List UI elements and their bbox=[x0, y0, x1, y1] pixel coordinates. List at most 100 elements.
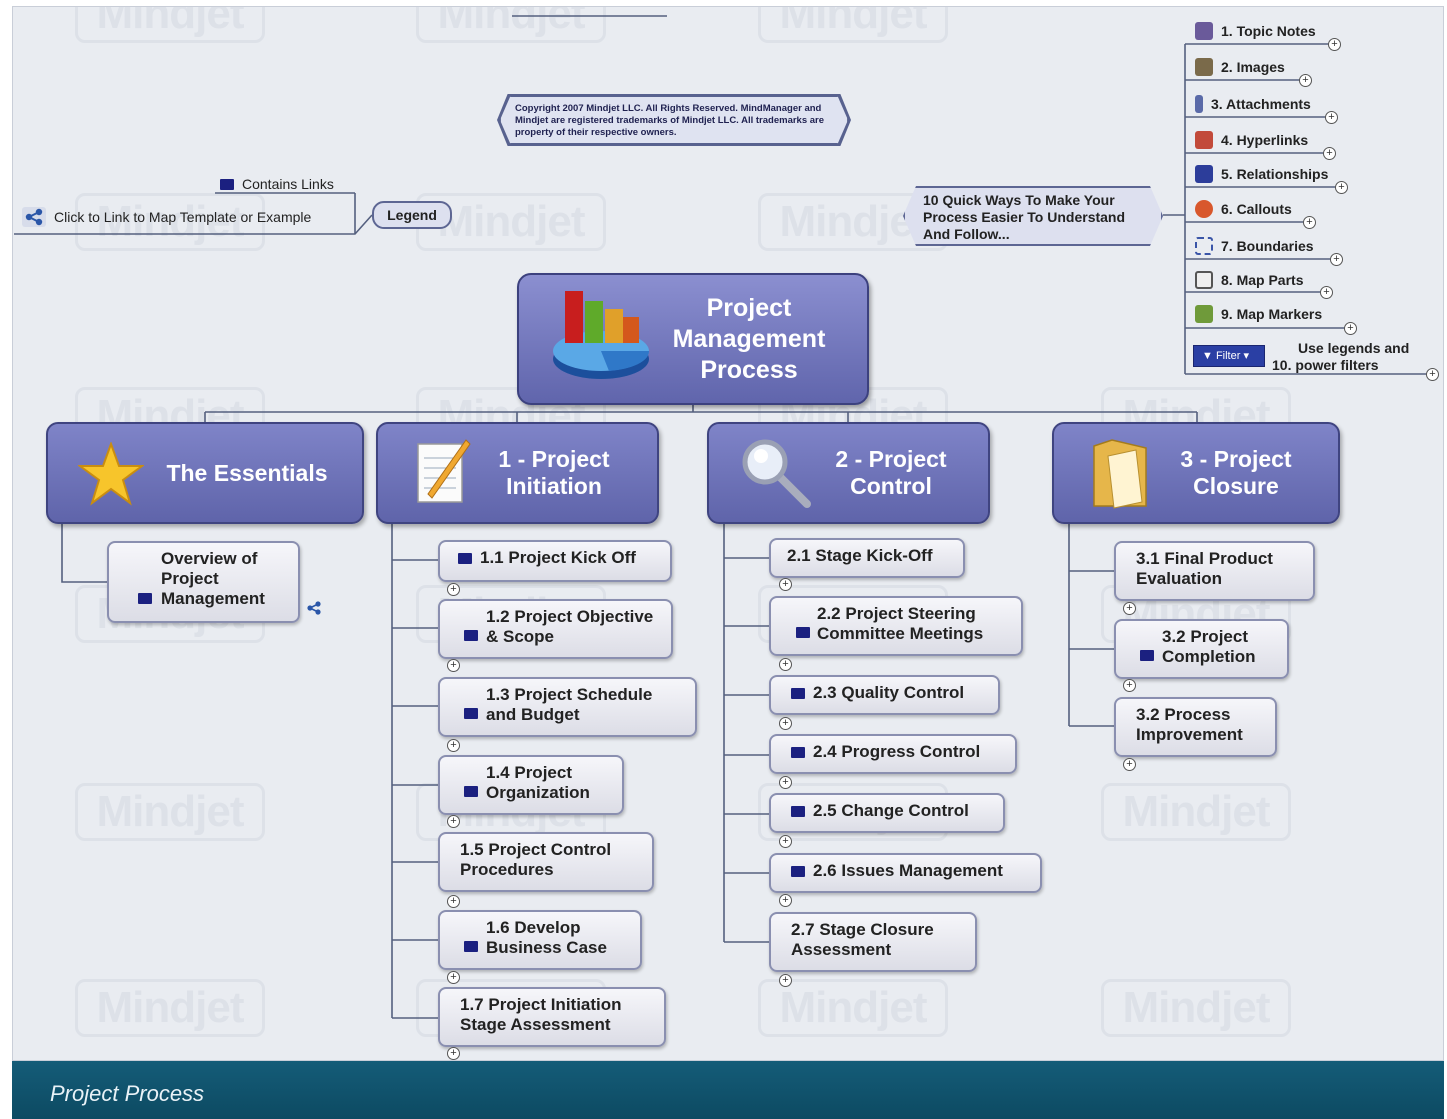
subtopic-2-3[interactable]: 2.3 Quality Control bbox=[769, 675, 1000, 715]
flag-icon bbox=[464, 786, 478, 797]
expand-icon[interactable]: + bbox=[1123, 602, 1136, 615]
expand-icon[interactable]: + bbox=[779, 578, 792, 591]
tip-hyperlinks[interactable]: 4. Hyperlinks bbox=[1195, 131, 1308, 149]
expand-icon[interactable]: + bbox=[779, 974, 792, 987]
expand-icon[interactable]: + bbox=[779, 717, 792, 730]
flag-icon bbox=[791, 866, 805, 878]
tip-label: 1. Topic Notes bbox=[1221, 23, 1316, 39]
legend-link-map-label: Click to Link to Map Template or Example bbox=[54, 209, 312, 225]
tip-map-parts[interactable]: 8. Map Parts bbox=[1195, 271, 1303, 289]
boundary-icon bbox=[1195, 237, 1213, 255]
expand-icon[interactable]: + bbox=[447, 739, 460, 752]
main-topic-control[interactable]: 2 - Project Control bbox=[707, 422, 990, 524]
expand-icon[interactable]: + bbox=[779, 894, 792, 907]
tip-relationships[interactable]: 5. Relationships bbox=[1195, 165, 1328, 183]
subtopic-3-1[interactable]: 3.1 Final Product Evaluation bbox=[1114, 541, 1315, 601]
subtopic-2-5[interactable]: 2.5 Change Control bbox=[769, 793, 1005, 833]
subtopic-1-6[interactable]: 1.6 Develop Business Case bbox=[438, 910, 642, 970]
flag-icon bbox=[138, 593, 152, 604]
subtopic-overview[interactable]: Overview of Project Management bbox=[107, 541, 300, 623]
notes-icon bbox=[1195, 22, 1213, 40]
footer-title: Project Process bbox=[50, 1081, 205, 1106]
tip-boundaries[interactable]: 7. Boundaries bbox=[1195, 237, 1314, 255]
tip-label: 5. Relationships bbox=[1221, 166, 1329, 182]
tip-label: 2. Images bbox=[1221, 59, 1285, 75]
expand-icon[interactable]: + bbox=[779, 658, 792, 671]
expand-icon[interactable]: + bbox=[1123, 679, 1136, 692]
tip-attachments[interactable]: 3. Attachments bbox=[1195, 95, 1311, 113]
flag-icon bbox=[220, 178, 234, 190]
subtopic-2-4[interactable]: 2.4 Progress Control bbox=[769, 734, 1017, 774]
subtopic-label: 1.4 Project Organization bbox=[486, 763, 590, 802]
paperclip-icon bbox=[1195, 95, 1203, 113]
subtopic-1-4[interactable]: 1.4 Project Organization bbox=[438, 755, 624, 815]
expand-icon[interactable]: + bbox=[447, 583, 460, 596]
share-link-icon bbox=[22, 207, 46, 227]
magnifier-icon bbox=[742, 439, 811, 508]
star-icon bbox=[78, 442, 144, 506]
subtopic-1-3[interactable]: 1.3 Project Schedule and Budget bbox=[438, 677, 697, 737]
subtopic-label: 1.5 Project Control Procedures bbox=[460, 840, 612, 879]
main-topic-title: 1 - Project Initiation bbox=[498, 446, 610, 499]
central-topic-title: Project Management Process bbox=[672, 294, 826, 384]
tip-label: 8. Map Parts bbox=[1221, 272, 1304, 288]
expand-icon[interactable]: + bbox=[1123, 758, 1136, 771]
subtopic-3-2[interactable]: 3.2 Project Completion bbox=[1114, 619, 1289, 679]
expand-icon[interactable]: + bbox=[447, 895, 460, 908]
filter-button[interactable]: ▼ Filter ▾ bbox=[1193, 345, 1265, 367]
expand-icon[interactable]: + bbox=[779, 835, 792, 848]
expand-icon[interactable]: + bbox=[779, 776, 792, 789]
share-link-icon[interactable] bbox=[306, 600, 322, 616]
notepad-icon bbox=[417, 439, 471, 503]
tip-topic-notes[interactable]: 1. Topic Notes bbox=[1195, 22, 1316, 40]
subtopic-2-1[interactable]: 2.1 Stage Kick-Off bbox=[769, 538, 965, 578]
subtopic-2-2[interactable]: 2.2 Project Steering Committee Meetings bbox=[769, 596, 1023, 656]
expand-icon[interactable]: + bbox=[447, 659, 460, 672]
expand-icon[interactable]: + bbox=[1426, 368, 1439, 381]
expand-icon[interactable]: + bbox=[1323, 147, 1336, 160]
quick-ways-topic[interactable]: 10 Quick Ways To Make Your Process Easie… bbox=[903, 186, 1163, 246]
subtopic-label: 1.1 Project Kick Off bbox=[480, 548, 636, 567]
expand-icon[interactable]: + bbox=[1299, 74, 1312, 87]
expand-icon[interactable]: + bbox=[1320, 286, 1333, 299]
flag-icon bbox=[791, 688, 805, 700]
expand-icon[interactable]: + bbox=[1303, 216, 1316, 229]
subtopic-1-7[interactable]: 1.7 Project Initiation Stage Assessment bbox=[438, 987, 666, 1047]
subtopic-3-3[interactable]: 3.2 Process Improvement bbox=[1114, 697, 1277, 757]
relationship-icon bbox=[1195, 165, 1213, 183]
expand-icon[interactable]: + bbox=[447, 971, 460, 984]
central-topic[interactable]: Project Management Process bbox=[517, 273, 869, 405]
expand-icon[interactable]: + bbox=[1325, 111, 1338, 124]
subtopic-label: 2.6 Issues Management bbox=[813, 861, 1003, 880]
footer-bar: Project Process bbox=[12, 1061, 1444, 1119]
main-topic-essentials[interactable]: The Essentials bbox=[46, 422, 364, 524]
subtopic-label: 2.4 Progress Control bbox=[813, 742, 981, 761]
tip-map-markers[interactable]: 9. Map Markers bbox=[1195, 305, 1322, 323]
expand-icon[interactable]: + bbox=[1330, 253, 1343, 266]
tip-images[interactable]: 2. Images bbox=[1195, 58, 1285, 76]
legend-link-map[interactable]: Click to Link to Map Template or Example bbox=[22, 207, 311, 227]
chart-icon bbox=[553, 291, 650, 379]
main-topic-title: 2 - Project Control bbox=[835, 446, 947, 499]
legend-topic[interactable]: Legend bbox=[372, 201, 452, 229]
expand-icon[interactable]: + bbox=[447, 1047, 460, 1060]
subtopic-label: 2.1 Stage Kick-Off bbox=[787, 546, 933, 565]
tip-callouts[interactable]: 6. Callouts bbox=[1195, 200, 1292, 218]
expand-icon[interactable]: + bbox=[1344, 322, 1357, 335]
subtopic-2-6[interactable]: 2.6 Issues Management bbox=[769, 853, 1042, 893]
main-topic-initiation[interactable]: 1 - Project Initiation bbox=[376, 422, 659, 524]
subtopic-2-7[interactable]: 2.7 Stage Closure Assessment bbox=[769, 912, 977, 972]
filter-icon: ▼ bbox=[1202, 350, 1216, 362]
tip-power-filters[interactable]: 10. power filters bbox=[1272, 357, 1379, 373]
main-topic-closure[interactable]: 3 - Project Closure bbox=[1052, 422, 1340, 524]
filter-button-label: Filter bbox=[1215, 350, 1241, 362]
expand-icon[interactable]: + bbox=[447, 815, 460, 828]
tip-label: 4. Hyperlinks bbox=[1221, 132, 1309, 148]
expand-icon[interactable]: + bbox=[1335, 181, 1348, 194]
subtopic-1-1[interactable]: 1.1 Project Kick Off bbox=[438, 540, 672, 582]
expand-icon[interactable]: + bbox=[1328, 38, 1341, 51]
tip-label: 9. Map Markers bbox=[1221, 306, 1323, 322]
subtopic-1-2[interactable]: 1.2 Project Objective & Scope bbox=[438, 599, 673, 659]
subtopic-1-5[interactable]: 1.5 Project Control Procedures bbox=[438, 832, 654, 892]
